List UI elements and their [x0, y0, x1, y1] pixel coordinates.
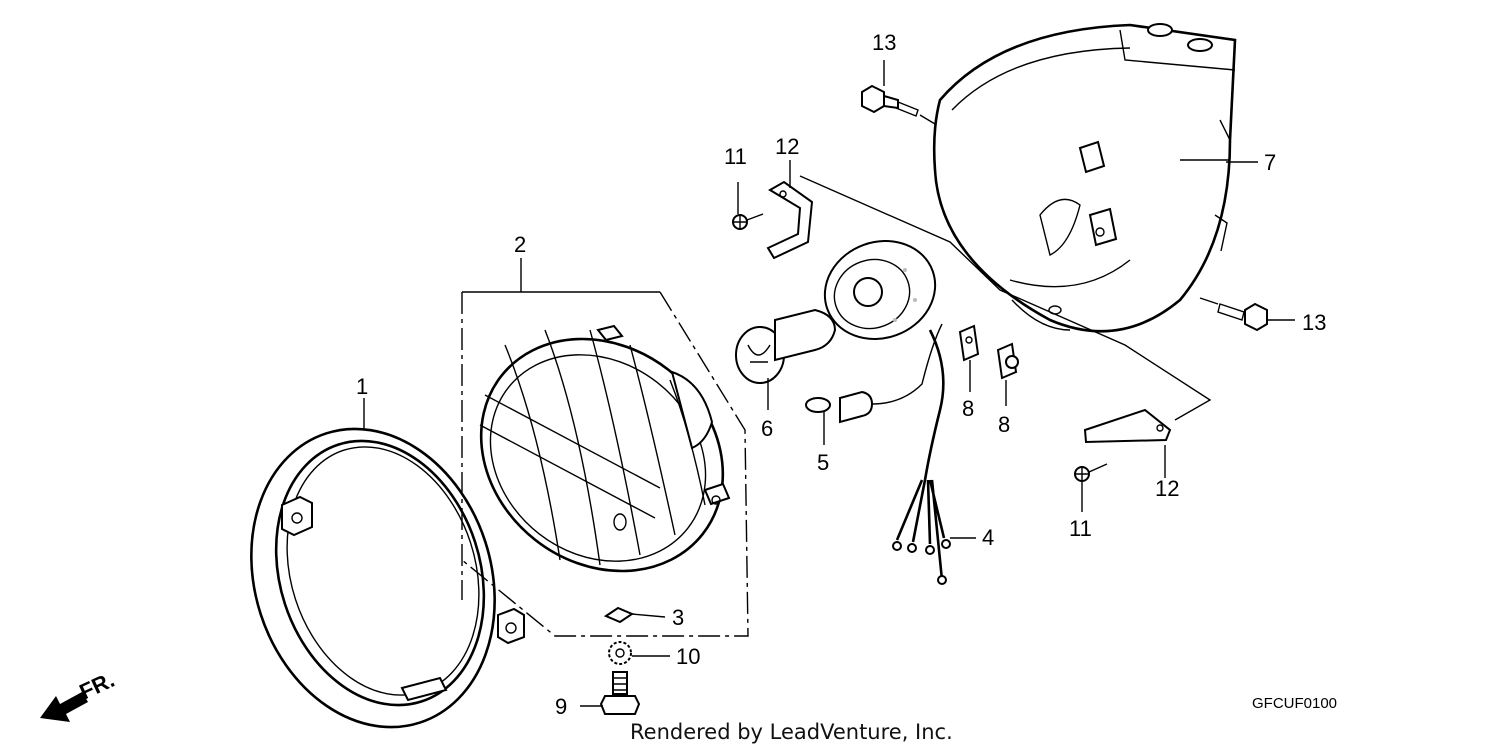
callout-part-11-upper: 11 [724, 144, 747, 169]
headlight-rim-ring[interactable] [214, 397, 532, 749]
callout-part-8-left: 8 [962, 396, 974, 421]
headlight-lens-unit[interactable] [435, 291, 770, 637]
callout-part-10: 10 [676, 644, 700, 669]
front-direction-arrow: FR. [40, 667, 118, 722]
render-credit: Rendered by LeadVenture, Inc. [630, 720, 953, 744]
position-bulb[interactable] [805, 397, 831, 445]
lock-washer[interactable] [608, 641, 670, 665]
callout-part-4: 4 [982, 525, 994, 550]
screw-lower[interactable] [1074, 463, 1108, 512]
callout-part-1: 1 [356, 374, 368, 399]
square-nut[interactable] [603, 606, 666, 624]
callout-part-13-lower: 13 [1302, 310, 1326, 335]
bolt-upper[interactable] [861, 60, 936, 125]
callout-part-2: 2 [514, 232, 526, 257]
headlight-case[interactable] [932, 23, 1237, 333]
callout-part-9: 9 [555, 694, 567, 719]
callout-part-5: 5 [817, 450, 829, 475]
callout-part-12-upper: 12 [775, 134, 799, 159]
headlight-socket-harness[interactable] [811, 226, 976, 585]
screw-upper[interactable] [732, 182, 764, 230]
diagram-code: GFCUF0100 [1252, 695, 1337, 712]
callout-part-3: 3 [672, 605, 684, 630]
headlight-bulb[interactable] [735, 308, 837, 410]
bracket-upper[interactable] [766, 160, 1212, 421]
position-socket[interactable] [839, 323, 943, 424]
bracket-lower[interactable] [1083, 408, 1172, 478]
callout-part-13-upper: 13 [872, 30, 896, 55]
callout-part-11-lower: 11 [1069, 516, 1092, 541]
callout-part-7: 7 [1264, 150, 1276, 175]
bolt-lower[interactable] [1199, 297, 1295, 332]
callout-part-8-right: 8 [998, 412, 1010, 437]
clip-left[interactable] [958, 324, 980, 392]
callout-part-6: 6 [761, 416, 773, 441]
clip-right[interactable] [996, 342, 1019, 406]
adjusting-screw[interactable] [580, 671, 641, 715]
callout-part-12-lower: 12 [1155, 476, 1179, 501]
